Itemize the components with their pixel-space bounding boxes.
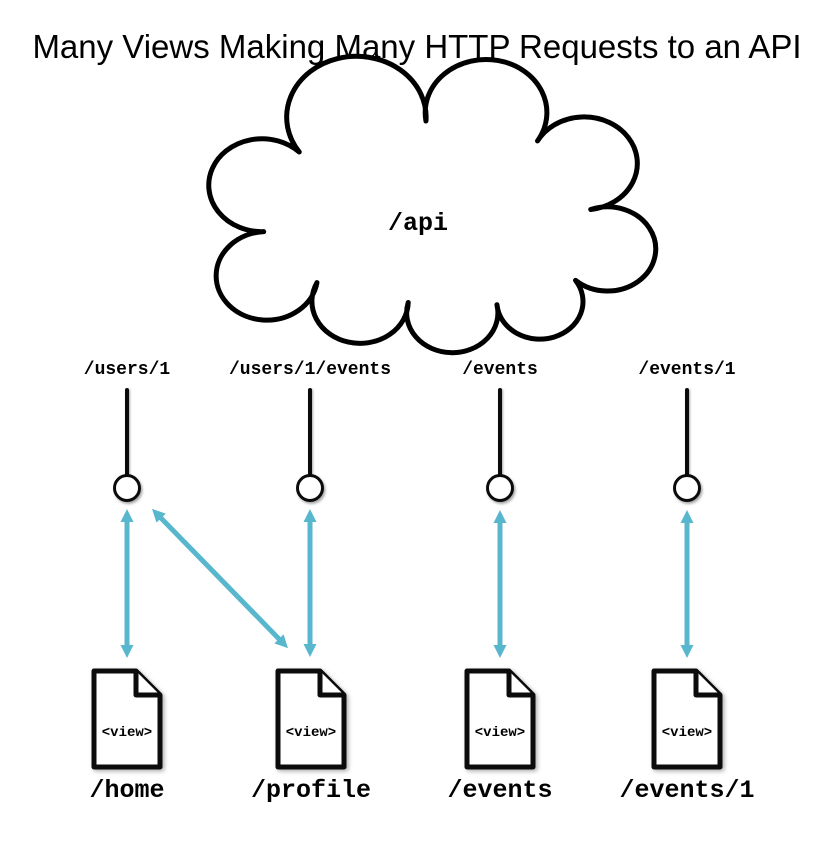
endpoint-pin-line-events-1 [685,388,689,476]
view-tag-label: <view> [285,725,337,741]
endpoint-pin-circle-users-1 [113,474,141,502]
endpoint-label-events: /events [462,360,538,380]
endpoint-label-users-1-events: /users/1/events [228,360,392,380]
diagram-title: Many Views Making Many HTTP Requests to … [32,28,802,65]
view-tag-label: <view> [474,725,526,741]
document-icon [651,668,723,770]
endpoint-pin-circle-users-1-events [296,474,324,502]
route-label-home: /home [89,776,165,805]
route-label-events-1: /events/1 [619,776,755,805]
view-tag-label: <view> [661,725,713,741]
endpoint-label-events-1: /events/1 [638,360,736,380]
request-arrow-profile-users-1 [152,508,288,649]
view-document-home: <view> [90,667,164,771]
api-cloud-icon [175,38,682,370]
document-icon [464,668,536,770]
view-document-events: <view> [463,667,537,771]
cloud-outline [209,56,656,352]
endpoint-pin-circle-events [486,474,514,502]
route-label-events: /events [447,776,553,805]
endpoint-pin-line-users-1-events [308,388,312,476]
endpoint-pin-line-users-1 [125,388,129,476]
route-label-profile: /profile [250,776,372,805]
endpoint-pin-circle-events-1 [673,474,701,502]
api-label: /api [387,209,448,238]
endpoint-label-users-1: /users/1 [83,360,171,380]
view-document-events-1: <view> [650,667,724,771]
document-icon [275,668,347,770]
document-icon [91,668,163,770]
endpoint-pin-line-events [498,388,502,476]
view-tag-label: <view> [101,725,153,741]
view-document-profile: <view> [274,667,348,771]
